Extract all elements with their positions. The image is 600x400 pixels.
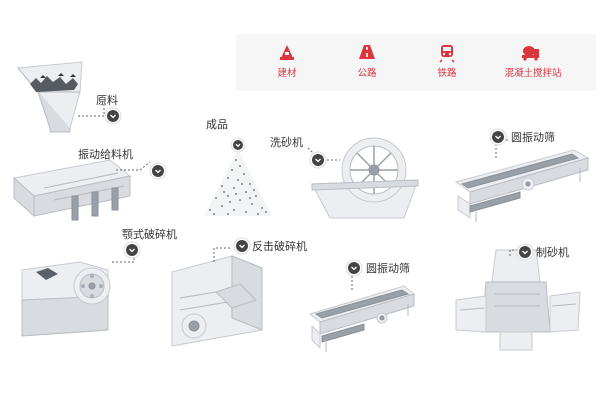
pin-marker	[516, 243, 534, 261]
raw-stones	[30, 73, 78, 92]
application-highway[interactable]: 公路	[357, 45, 377, 79]
jaw-crusher-label: 颚式破碎机	[112, 227, 177, 263]
label-text: 振动给料机	[78, 147, 133, 161]
application-concrete-mixing[interactable]: 混凝土搅拌站	[504, 46, 562, 79]
impact-crusher	[171, 255, 263, 347]
sand-washer	[311, 137, 419, 219]
vibrating-screen-lower-label: 圆振动筛	[345, 259, 410, 290]
application-label: 建材	[277, 67, 297, 79]
label-text: 颚式破碎机	[122, 227, 177, 241]
sand-maker-label: 制砂机	[509, 243, 569, 261]
label-text: 圆振动筛	[366, 261, 410, 275]
sand-washer-label: 洗砂机	[270, 135, 340, 169]
railway-train-icon	[439, 45, 455, 63]
label-text: 制砂机	[536, 245, 569, 259]
applications-panel-bg	[236, 34, 596, 91]
application-label: 公路	[357, 67, 377, 79]
pin-marker	[489, 128, 507, 146]
pin-marker	[233, 237, 251, 255]
raw-material-hopper	[17, 61, 83, 133]
raw-material-label: 原料	[78, 93, 122, 125]
vibrating-screen-upper	[454, 149, 590, 222]
highway-icon	[359, 45, 375, 59]
pin-marker	[309, 151, 327, 169]
application-label: 混凝土搅拌站	[504, 67, 562, 79]
application-building-materials[interactable]: 建材	[277, 45, 297, 79]
pin-marker	[345, 259, 363, 277]
vibrating-screen-upper-label: 圆振动筛	[489, 128, 555, 158]
pin-marker	[104, 107, 122, 125]
concrete-mixer-truck-icon	[522, 46, 539, 61]
label-text: 洗砂机	[270, 135, 303, 149]
application-railway[interactable]: 铁路	[437, 45, 457, 79]
label-text: 圆振动筛	[511, 130, 555, 144]
finished-product-pile	[204, 150, 272, 216]
pin-marker	[123, 241, 141, 259]
jaw-crusher	[21, 261, 111, 337]
sand-maker	[455, 249, 581, 351]
applications-panel: 建材 公路 铁路	[236, 34, 596, 91]
vibrating-feeder	[12, 159, 132, 221]
pin-marker	[149, 162, 167, 180]
label-text: 成品	[206, 118, 228, 131]
vibrating-feeder-label: 振动给料机	[78, 147, 167, 180]
impact-crusher-label: 反击破碎机	[213, 237, 307, 262]
vibrating-screen-lower	[308, 285, 416, 352]
label-text: 反击破碎机	[252, 239, 307, 253]
finished-product-label: 成品	[206, 118, 246, 153]
application-label: 铁路	[437, 67, 457, 79]
pin-marker	[230, 137, 246, 153]
label-text: 原料	[96, 93, 118, 107]
building-materials-icon	[280, 45, 294, 60]
